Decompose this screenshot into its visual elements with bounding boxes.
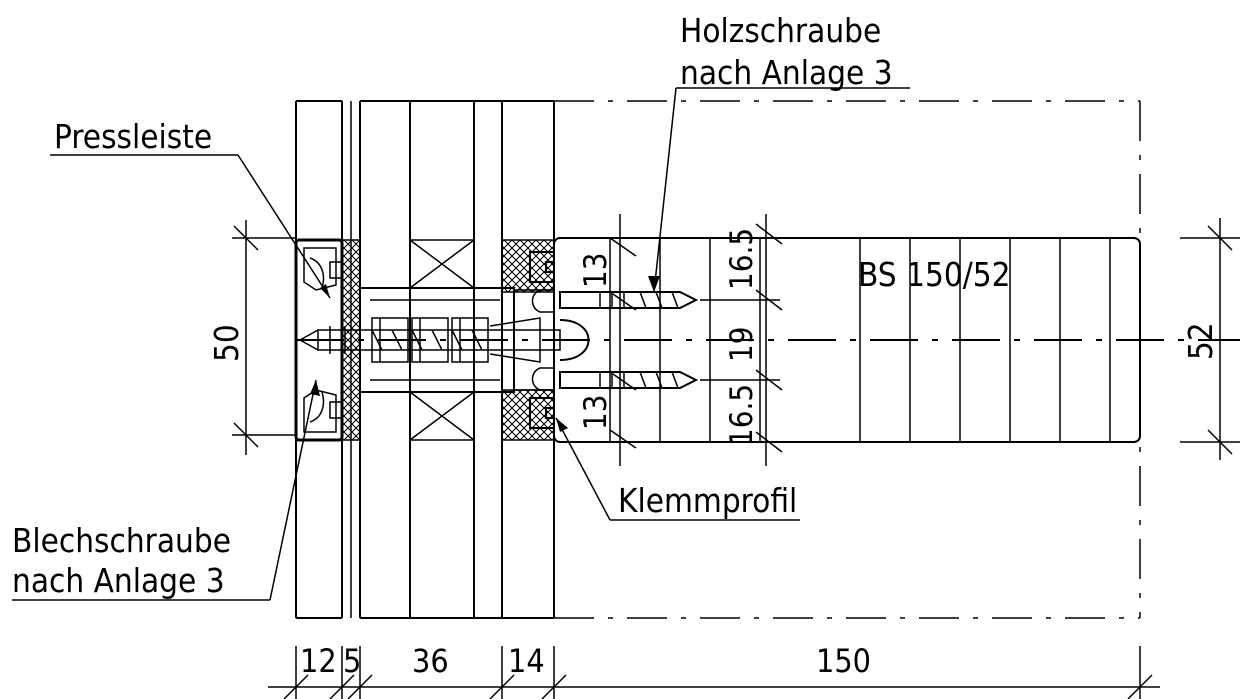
dim-bottom-36: 36 xyxy=(412,642,449,680)
dim-bottom-12: 12 xyxy=(300,642,337,680)
dimension-left xyxy=(232,220,296,455)
dim-upper-13: 13 xyxy=(578,253,614,288)
label-holzschraube-2: nach Anlage 3 xyxy=(680,53,893,92)
label-blechschraube-2: nach Anlage 3 xyxy=(12,561,225,600)
dim-bottom-150: 150 xyxy=(816,642,871,680)
dim-lower-13: 13 xyxy=(578,395,614,430)
dim-upper-16-5: 16.5 xyxy=(724,228,760,290)
dimension-lines-internal xyxy=(609,214,783,466)
glass-spacer-upper xyxy=(409,239,475,289)
beam-bs-150-52 xyxy=(553,237,1141,443)
wood-screw-upper xyxy=(559,291,699,309)
dim-bottom-5: 5 xyxy=(343,642,361,680)
dimension-right xyxy=(1180,218,1240,460)
dim-height-right: 52 xyxy=(1181,322,1220,360)
label-holzschraube-1: Holzschraube xyxy=(680,11,881,50)
dim-middle-19: 19 xyxy=(724,327,760,362)
label-beam: BS 150/52 xyxy=(858,255,1011,294)
dim-height-left: 50 xyxy=(207,324,246,362)
leader-lines xyxy=(12,87,910,601)
beam-centerlines xyxy=(296,100,1240,619)
clamping-screw xyxy=(298,317,590,363)
layer-lines xyxy=(295,100,555,619)
pressure-strip xyxy=(294,238,344,442)
dim-bottom-14: 14 xyxy=(508,642,545,680)
label-klemmprofil: Klemmprofil xyxy=(618,481,797,520)
dim-lower-16-5: 16.5 xyxy=(724,384,760,446)
label-pressleiste: Pressleiste xyxy=(54,117,212,156)
glass-spacer-lower xyxy=(409,391,475,441)
label-blechschraube-1: Blechschraube xyxy=(12,521,231,560)
wood-screw-lower xyxy=(559,371,699,389)
dimension-bottom xyxy=(268,646,1160,699)
clamp-profile xyxy=(529,251,555,429)
